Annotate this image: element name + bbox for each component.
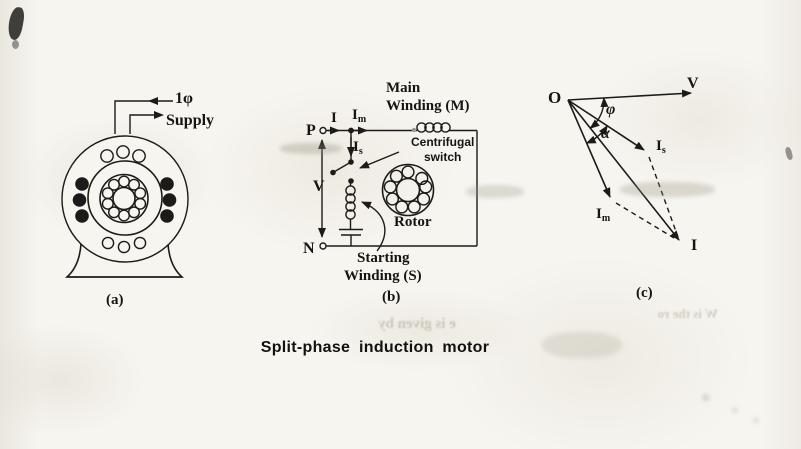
parallelogram-dashed-lines <box>615 156 679 239</box>
switch-pointer-arrow <box>359 151 400 169</box>
starting-winding-label-line1: Starting <box>357 250 410 266</box>
motor-cross-section-figure <box>61 97 189 278</box>
edge-ink-mark <box>784 146 794 161</box>
terminal-p <box>319 126 327 135</box>
voltage-label: V <box>313 178 325 195</box>
start-current-label: Is <box>353 139 363 157</box>
figure-c-label: (c) <box>636 285 653 301</box>
starting-winding-coil <box>345 181 356 229</box>
terminal-n <box>319 242 327 250</box>
rotor-symbol <box>381 163 435 217</box>
line-current-phasor-label: I <box>691 237 698 254</box>
supply-phase-label: 1φ <box>175 90 193 107</box>
angle-arcs <box>585 97 609 144</box>
phasor-diagram-figure <box>567 89 692 241</box>
figure-caption: Split-phase induction motor <box>260 339 490 356</box>
phi-arc <box>589 97 609 129</box>
motor-base <box>64 243 185 278</box>
scan-gray-dot <box>411 127 417 133</box>
circuit-diagram-figure <box>318 122 478 252</box>
rotor-core <box>99 173 149 224</box>
voltage-phasor-label: V <box>687 75 699 92</box>
capacitor <box>339 228 363 246</box>
vector-i <box>567 99 680 241</box>
alpha-arc <box>585 124 608 144</box>
right-arrowhead <box>154 111 164 119</box>
start-current-phasor-label: Is <box>656 138 666 156</box>
main-current-label: Im <box>352 107 367 125</box>
terminal-n-label: N <box>303 240 315 257</box>
corner-ink-mark-small <box>12 40 19 49</box>
left-arrowhead <box>148 97 158 105</box>
starting-winding-slots <box>72 177 177 223</box>
main-winding-label-line1: Main <box>386 80 421 96</box>
stator-frame <box>61 135 189 263</box>
phasor-vectors <box>567 89 692 241</box>
line-current-label: I <box>331 110 337 126</box>
main-winding-label-line2: Winding (M) <box>386 98 470 114</box>
starting-winding-label-line2: Winding (S) <box>344 268 422 284</box>
ink-smudge <box>542 332 622 358</box>
origin-label: O <box>548 88 562 107</box>
vector-v <box>567 89 692 101</box>
figure-b-label: (b) <box>382 289 401 305</box>
starting-pointer-arrow <box>361 201 386 252</box>
alpha-angle-label: α <box>601 125 610 142</box>
supply-leads <box>114 97 173 134</box>
main-winding-slots <box>100 145 147 254</box>
main-current-phasor-label: Im <box>596 206 611 224</box>
centrifugal-label-line1: Centrifugal <box>411 135 475 149</box>
junction-dot <box>348 127 354 134</box>
centrifugal-label-line2: switch <box>424 150 462 164</box>
figure-a-label: (a) <box>106 292 124 308</box>
supply-word-label: Supply <box>166 112 215 129</box>
phi-angle-label: φ <box>606 101 616 118</box>
terminal-p-label: P <box>306 122 316 139</box>
vector-im <box>567 99 611 198</box>
corner-ink-mark <box>6 6 26 41</box>
bleed-through-text: e is given by <box>378 316 456 332</box>
ink-specks <box>695 385 767 427</box>
main-winding-coil <box>411 122 451 133</box>
rotor-label: Rotor <box>394 214 432 230</box>
centrifugal-switch <box>330 131 400 184</box>
